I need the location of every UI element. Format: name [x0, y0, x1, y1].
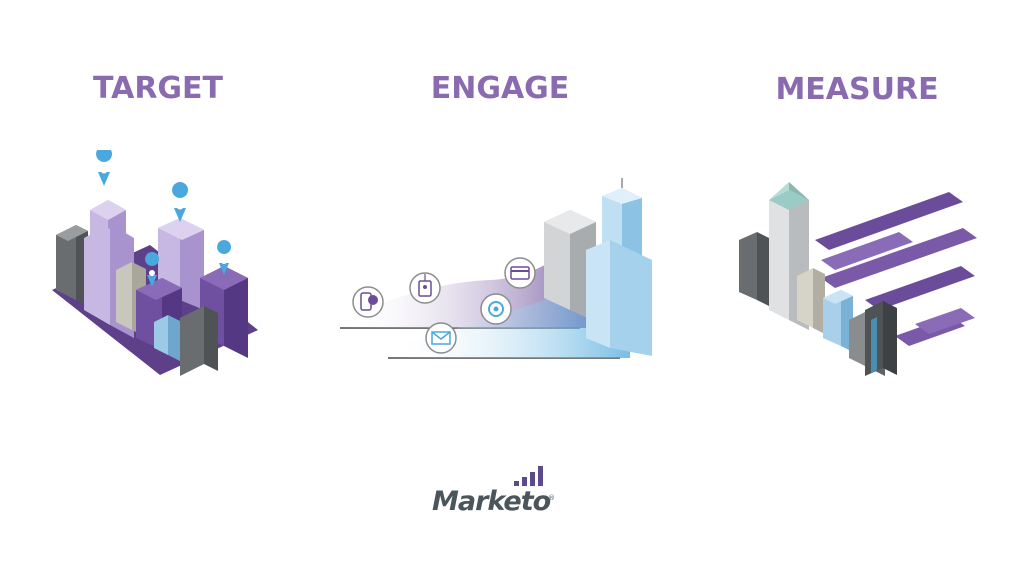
- target-city-illustration: [52, 150, 258, 376]
- marketo-wordmark: Marketo: [432, 486, 551, 517]
- heading-target: TARGET: [92, 71, 224, 106]
- building-beige: [797, 268, 825, 334]
- building-glass-tower: [586, 178, 652, 356]
- location-pin-icon: [172, 182, 189, 222]
- social-icon: [480, 293, 512, 325]
- mobile-chat-icon: [352, 286, 384, 318]
- engage-illustration: [340, 178, 652, 359]
- building-dark-gray: [739, 232, 769, 306]
- registered-mark: ®: [548, 494, 555, 502]
- heading-measure: MEASURE: [775, 72, 939, 107]
- heading-engage: ENGAGE: [430, 71, 570, 106]
- building-front-gray: [849, 301, 897, 376]
- credit-card-icon: [504, 257, 536, 289]
- purple-flow: [340, 230, 590, 328]
- location-pin-icon: [96, 150, 112, 186]
- location-pin-icon: [217, 240, 232, 275]
- building-blue-glass: [154, 306, 218, 376]
- id-badge-icon: [409, 272, 441, 304]
- measure-illustration: [739, 182, 977, 376]
- marketo-bars-icon: [514, 466, 543, 486]
- blue-flow: [388, 240, 630, 358]
- location-pin-icon: [145, 252, 160, 287]
- email-icon: [425, 322, 457, 354]
- marketo-logo: Marketo ®: [432, 464, 562, 524]
- measure-bars: [815, 192, 977, 346]
- building-blue: [823, 290, 853, 352]
